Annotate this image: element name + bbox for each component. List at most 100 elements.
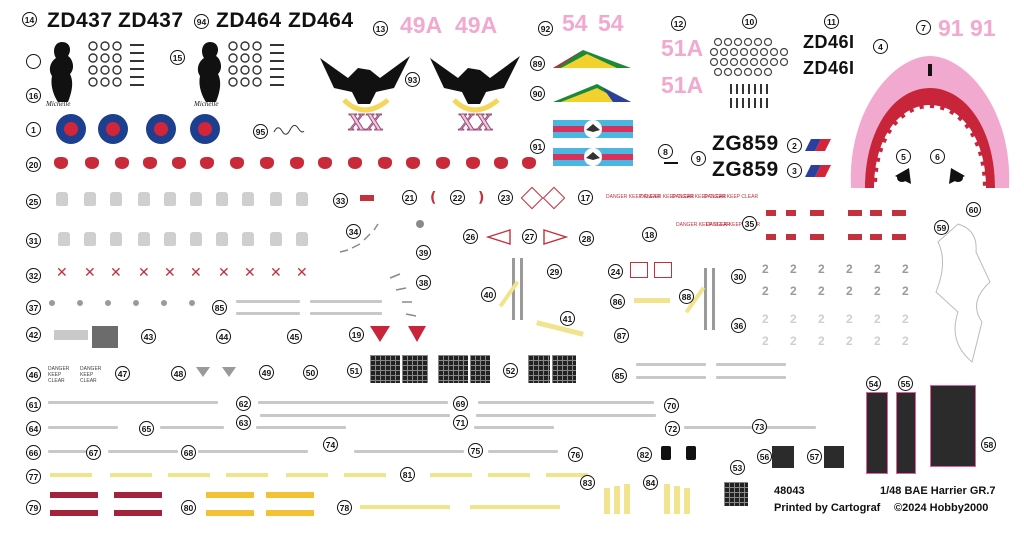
digit-2: 2 [790,334,797,348]
callout-59: 59 [934,220,949,235]
callout-79: 79 [26,500,41,515]
clip-x-marking [56,192,68,206]
callout-87: 87 [614,328,629,343]
printer-credit: Printed by Cartograf [774,502,881,514]
clip-x-marking [84,232,96,246]
clip-x-marking [190,232,202,246]
x-marking: ✕ [164,265,176,281]
clip-x-marking [58,232,70,246]
digit-2: 2 [790,312,797,326]
callout-17: 17 [578,190,593,205]
stencil-18-b: DANGER KEEP CLEAR [706,222,761,228]
callout-45: 45 [287,329,302,344]
callout-2: 2 [787,138,802,153]
callout-37: 37 [26,300,41,315]
red-marking-icon [318,157,332,169]
gray-stripe [260,414,450,417]
sqn-letters-a: XX [348,110,383,136]
gray-stripe [762,426,816,429]
callout-92: 92 [538,21,553,36]
stencil-17-d: DANGER KEEP CLEAR [704,194,759,200]
stencil-17-a: DANGER KEEP CLEAR [606,194,661,200]
callout-82: 82 [637,447,652,462]
digit-2: 2 [902,334,909,348]
callout-73: 73 [752,419,767,434]
x-marking: ✕ [138,265,150,281]
code-54-b: 54 [598,10,624,36]
callout-47: 47 [115,366,130,381]
gray-stripe [636,376,706,379]
callout-90: 90 [530,86,545,101]
gray-stripe [236,312,300,315]
gray-stripe [716,363,786,366]
callout-27: 27 [522,229,537,244]
callout-67: 67 [86,445,101,460]
gray-stripe [354,450,464,453]
clip-x-marking [242,232,254,246]
callout-83: 83 [580,475,595,490]
roundel-icon [146,114,176,144]
fin-flash-89-icon [553,50,631,68]
callout-28: 28 [579,231,594,246]
digit-2: 2 [874,262,881,276]
callout-14-dot [26,54,41,69]
gray-stripe [48,401,218,404]
red-band [50,492,98,498]
callout-18: 18 [642,227,657,242]
grid-51-c [438,355,468,383]
code-51a-b: 51A [661,72,704,98]
code-54-a: 54 [562,10,588,36]
callout-56: 56 [757,449,772,464]
callout-21: 21 [402,190,417,205]
callout-14: 14 [22,12,37,27]
digit-2: 2 [818,262,825,276]
clip-x-marking [242,192,254,206]
callout-32: 32 [26,268,41,283]
callout-94: 94 [194,14,209,29]
serial-zd464-b: ZD464 [288,9,354,32]
black-piece-82 [661,446,671,460]
walkway-stripe [168,473,210,477]
callout-38: 38 [416,275,431,290]
wheel-stencil-group-b [228,41,284,87]
red-marking-icon [378,157,392,169]
grid-52-a [528,355,550,383]
callout-58: 58 [981,437,996,452]
walkway-stripe [344,473,386,477]
x-marking: ✕ [270,265,282,281]
eagle-emblem-a-icon: XX [320,56,410,136]
digit-2: 2 [762,312,769,326]
pole-marking [704,268,707,330]
clip-x-marking [138,192,150,206]
callout-88: 88 [679,289,694,304]
callout-75: 75 [468,443,483,458]
callout-54: 54 [866,376,881,391]
gray-stripe [636,363,706,366]
stencil-17-b: DANGER KEEP CLEAR [640,194,695,200]
callout-8: 8 [658,144,673,159]
clip-x-marking [110,232,122,246]
callout-31: 31 [26,233,41,248]
clip-x-marking [216,232,228,246]
callout-23: 23 [498,190,513,205]
grid-51-a [370,355,400,383]
callout-34: 34 [346,224,361,239]
digit-2: 2 [902,262,909,276]
callout-51: 51 [347,363,362,378]
michelle-label-a: Michelle [46,100,71,108]
red-stencils-35 [766,210,906,240]
orange-band [206,492,254,498]
copyright: ©2024 Hobby2000 [894,502,989,514]
callout-43: 43 [141,329,156,344]
roundel-icon [98,114,128,144]
gray-stripe [476,414,656,417]
callout-11: 11 [824,14,839,29]
cockpit-panel-54 [866,392,888,474]
cockpit-panel-53 [724,482,748,506]
serial-zd461-b: ZD46I [803,58,855,78]
callout-42: 42 [26,327,41,342]
callout-24: 24 [608,264,623,279]
callout-50: 50 [303,365,318,380]
walkway-stripe [286,473,328,477]
gray-stripe [488,450,558,453]
